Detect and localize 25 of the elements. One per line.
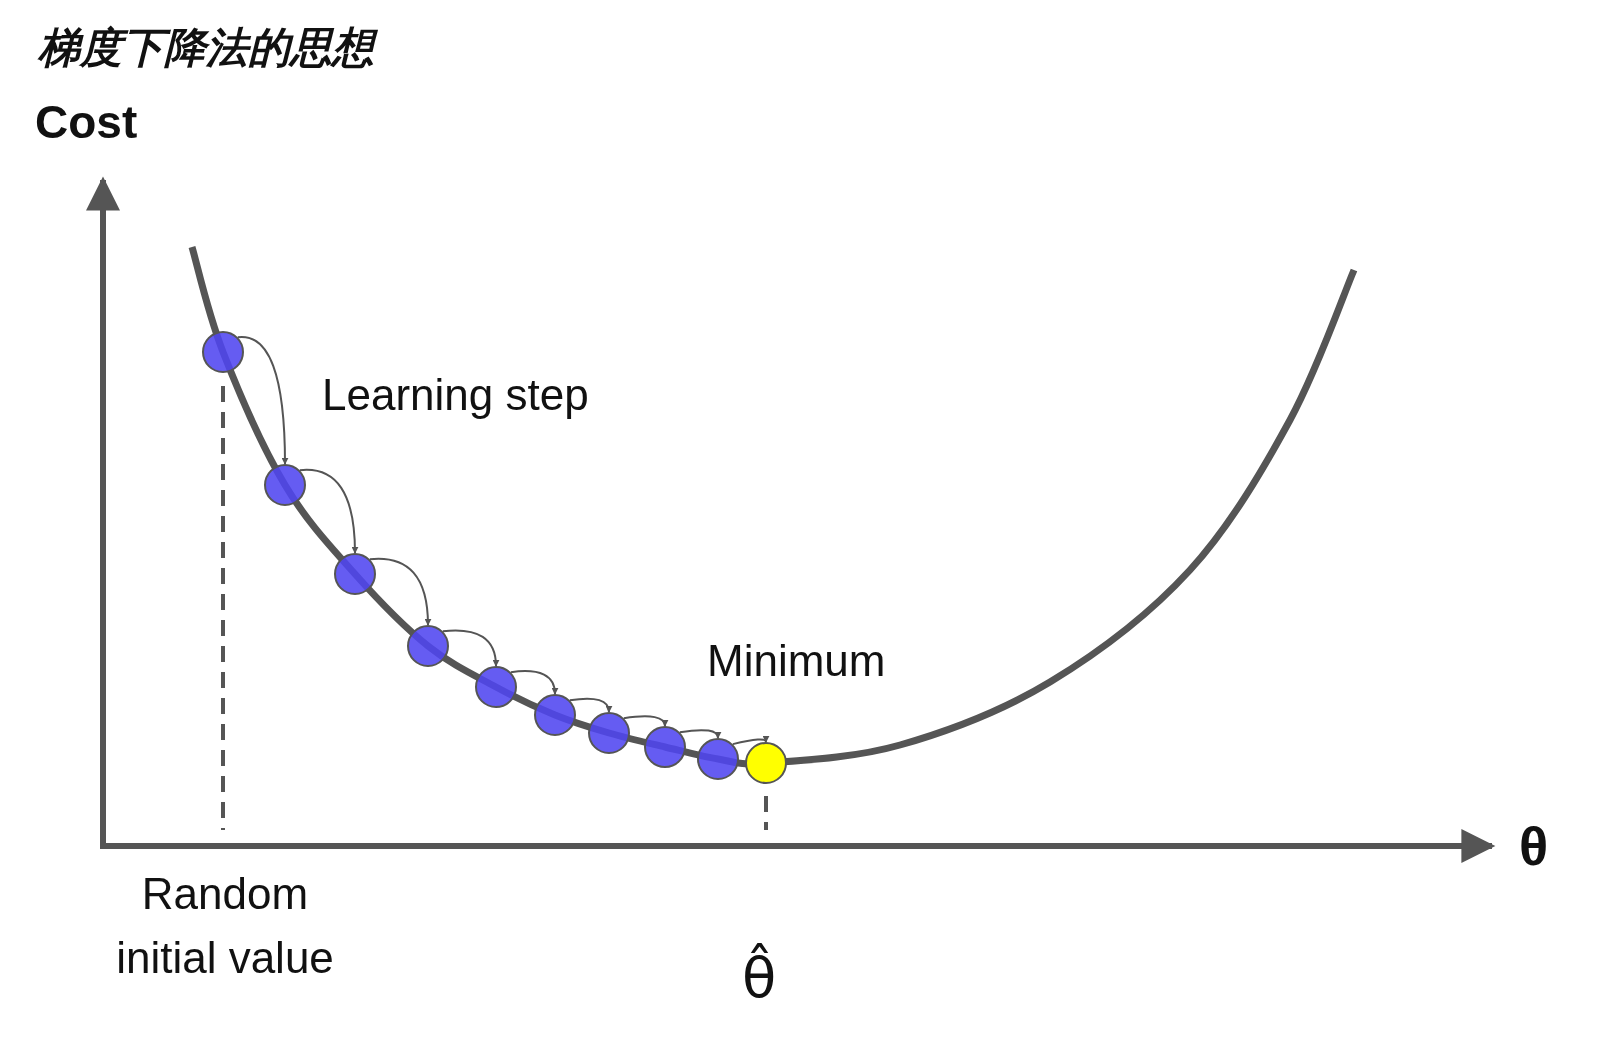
step-point <box>202 331 244 373</box>
minimum-point <box>745 742 787 784</box>
step-arrow <box>568 697 612 713</box>
step-arrow <box>368 557 432 626</box>
step-point <box>588 712 630 754</box>
axis-label: θ <box>1519 815 1549 877</box>
annotation: Minimum <box>707 636 886 686</box>
step-arrow <box>236 336 289 465</box>
step-arrow <box>622 715 668 727</box>
axis-value-label: θ̂ <box>742 945 777 1010</box>
step-arrow <box>441 629 500 667</box>
axis-label: Cost <box>35 95 138 149</box>
step-point <box>407 625 449 667</box>
step-point <box>534 694 576 736</box>
step-arrow <box>509 670 559 695</box>
step-point <box>475 666 517 708</box>
step-point <box>697 738 739 780</box>
step-arrow <box>731 735 768 746</box>
axis-value-label: Random initial value <box>115 868 335 984</box>
step-point <box>264 464 306 506</box>
step-arrow <box>678 729 721 739</box>
step-point <box>334 553 376 595</box>
annotation: Learning step <box>322 370 589 420</box>
step-arrow <box>298 468 359 554</box>
step-point <box>644 726 686 768</box>
